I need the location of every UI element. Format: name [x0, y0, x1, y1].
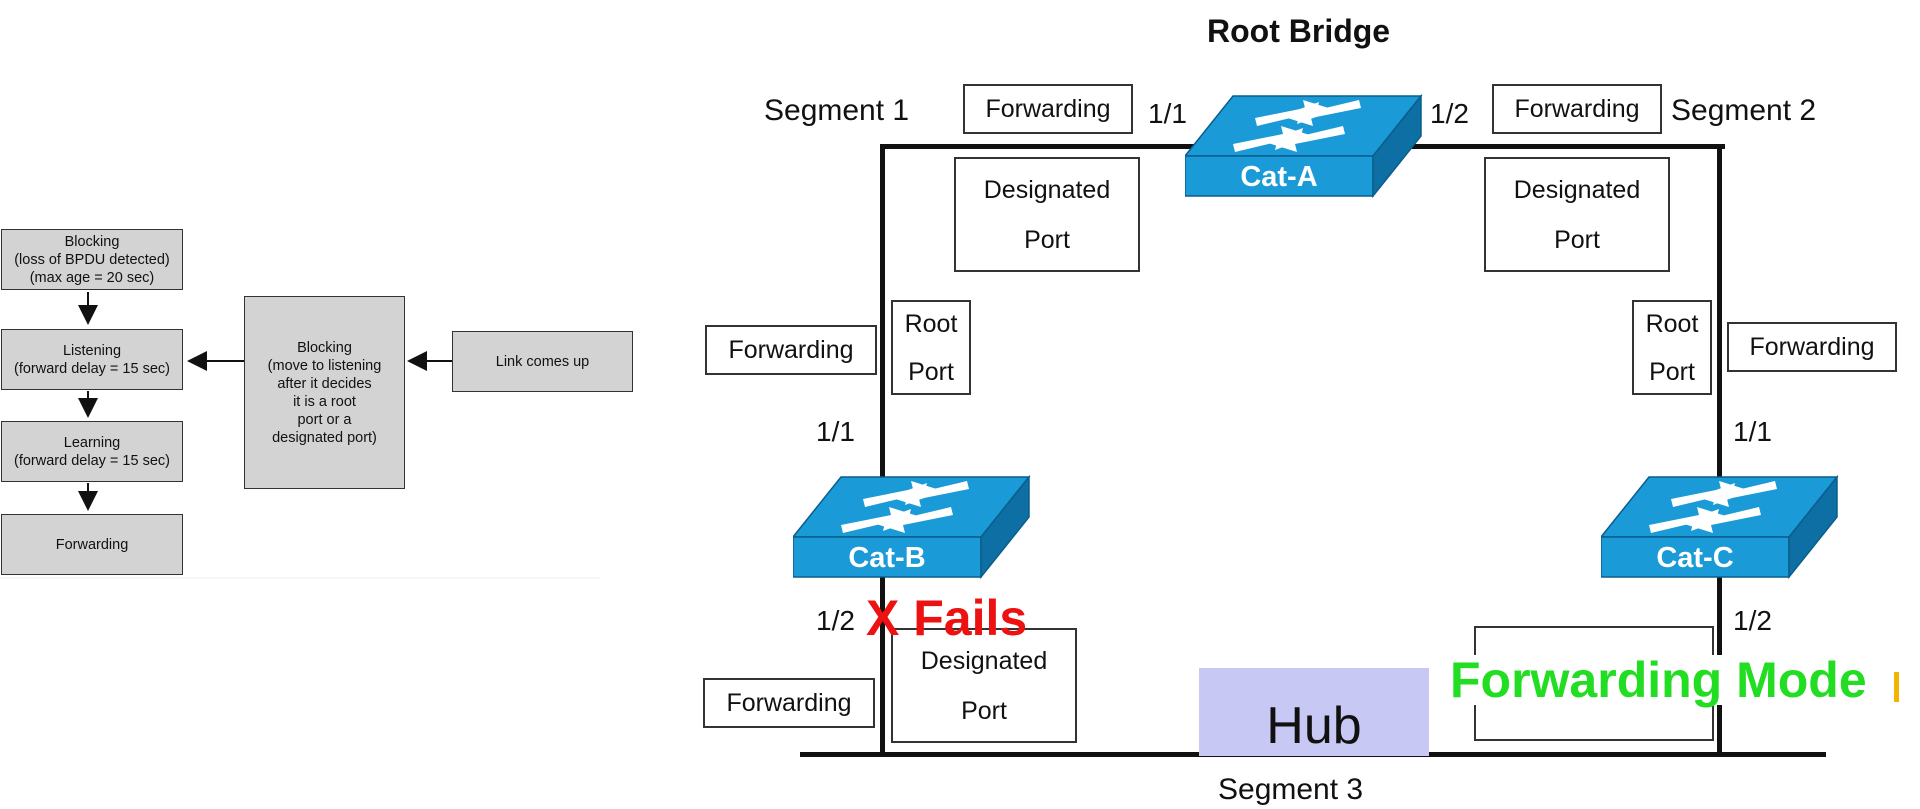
port-label: Port	[1024, 225, 1070, 254]
state-box-cat-a-1-2: Forwarding	[1492, 84, 1662, 134]
switch-arrows-icon	[841, 481, 969, 533]
port-label: Port	[1554, 225, 1600, 254]
flow-state-blocking-move: Blocking (move to listening after it dec…	[244, 296, 405, 489]
root-port-cat-c: Root Port	[1632, 300, 1712, 395]
hub-label: Hub	[1266, 697, 1362, 755]
port-cat-b-1-1: 1/1	[816, 416, 855, 447]
port-cat-a-1-1: 1/1	[1148, 98, 1187, 129]
root-port-cat-b: Root Port	[891, 300, 971, 395]
flow-state-forwarding: Forwarding	[1, 514, 183, 575]
switch-arrows-icon	[1649, 481, 1777, 533]
switch-cat-a-label: Cat-A	[1240, 161, 1317, 193]
switch-cat-a: Cat-A	[1185, 93, 1423, 199]
designated-label: Designated	[983, 175, 1111, 204]
port-cat-b-1-2: 1/2	[816, 605, 855, 636]
switch-arrows-icon	[1233, 100, 1361, 152]
switch-side	[1372, 93, 1422, 199]
link-right-vertical	[1717, 144, 1722, 757]
flow-event-link-comes-up: Link comes up	[452, 331, 633, 392]
port-cat-c-1-1: 1/1	[1733, 416, 1772, 447]
state-box-cat-c-1-1: Forwarding	[1727, 322, 1897, 372]
state-box-cat-a-1-1: Forwarding	[963, 84, 1133, 134]
designated-port-cat-a-1-1: Designated Port	[954, 157, 1140, 272]
failure-indicator: X Fails	[866, 590, 1028, 646]
state-box-cat-b-1-1: Forwarding	[705, 325, 877, 375]
designated-port-cat-a-1-2: Designated Port	[1484, 157, 1670, 272]
link-left-vertical	[880, 144, 885, 757]
label-segment-3: Segment 3	[1218, 773, 1364, 806]
diagram-title: Root Bridge	[1207, 13, 1391, 49]
designated-port-cat-b-1-2: Designated Port	[891, 628, 1077, 743]
switch-cat-b: Cat-B	[793, 474, 1031, 580]
truncated-marker	[1894, 672, 1899, 702]
forwarding-mode-label: Forwarding Mode	[1450, 655, 1871, 705]
switch-cat-b-label: Cat-B	[848, 542, 925, 574]
designated-label: Designated	[1513, 175, 1641, 204]
root-label: Root	[1645, 309, 1699, 338]
state-box-cat-b-1-2: Forwarding	[703, 678, 875, 728]
root-label: Root	[904, 309, 958, 338]
flow-state-learning: Learning (forward delay = 15 sec)	[1, 421, 183, 482]
port-cat-a-1-2: 1/2	[1430, 98, 1469, 129]
flowchart-arrows	[0, 292, 600, 579]
switch-cat-c-label: Cat-C	[1656, 542, 1733, 574]
flow-state-blocking-bpdu-loss: Blocking (loss of BPDU detected) (max ag…	[1, 229, 183, 290]
switch-side	[980, 474, 1030, 580]
hub: Hub	[1199, 668, 1429, 756]
port-label: Port	[908, 357, 954, 386]
label-segment-2: Segment 2	[1671, 94, 1817, 127]
port-cat-c-1-2: 1/2	[1733, 605, 1772, 636]
designated-label: Designated	[920, 646, 1048, 675]
port-label: Port	[1649, 357, 1695, 386]
port-label: Port	[961, 696, 1007, 725]
switch-cat-c: Cat-C	[1601, 474, 1839, 580]
switch-side	[1788, 474, 1838, 580]
flow-state-listening: Listening (forward delay = 15 sec)	[1, 329, 183, 390]
label-segment-1: Segment 1	[764, 94, 910, 127]
